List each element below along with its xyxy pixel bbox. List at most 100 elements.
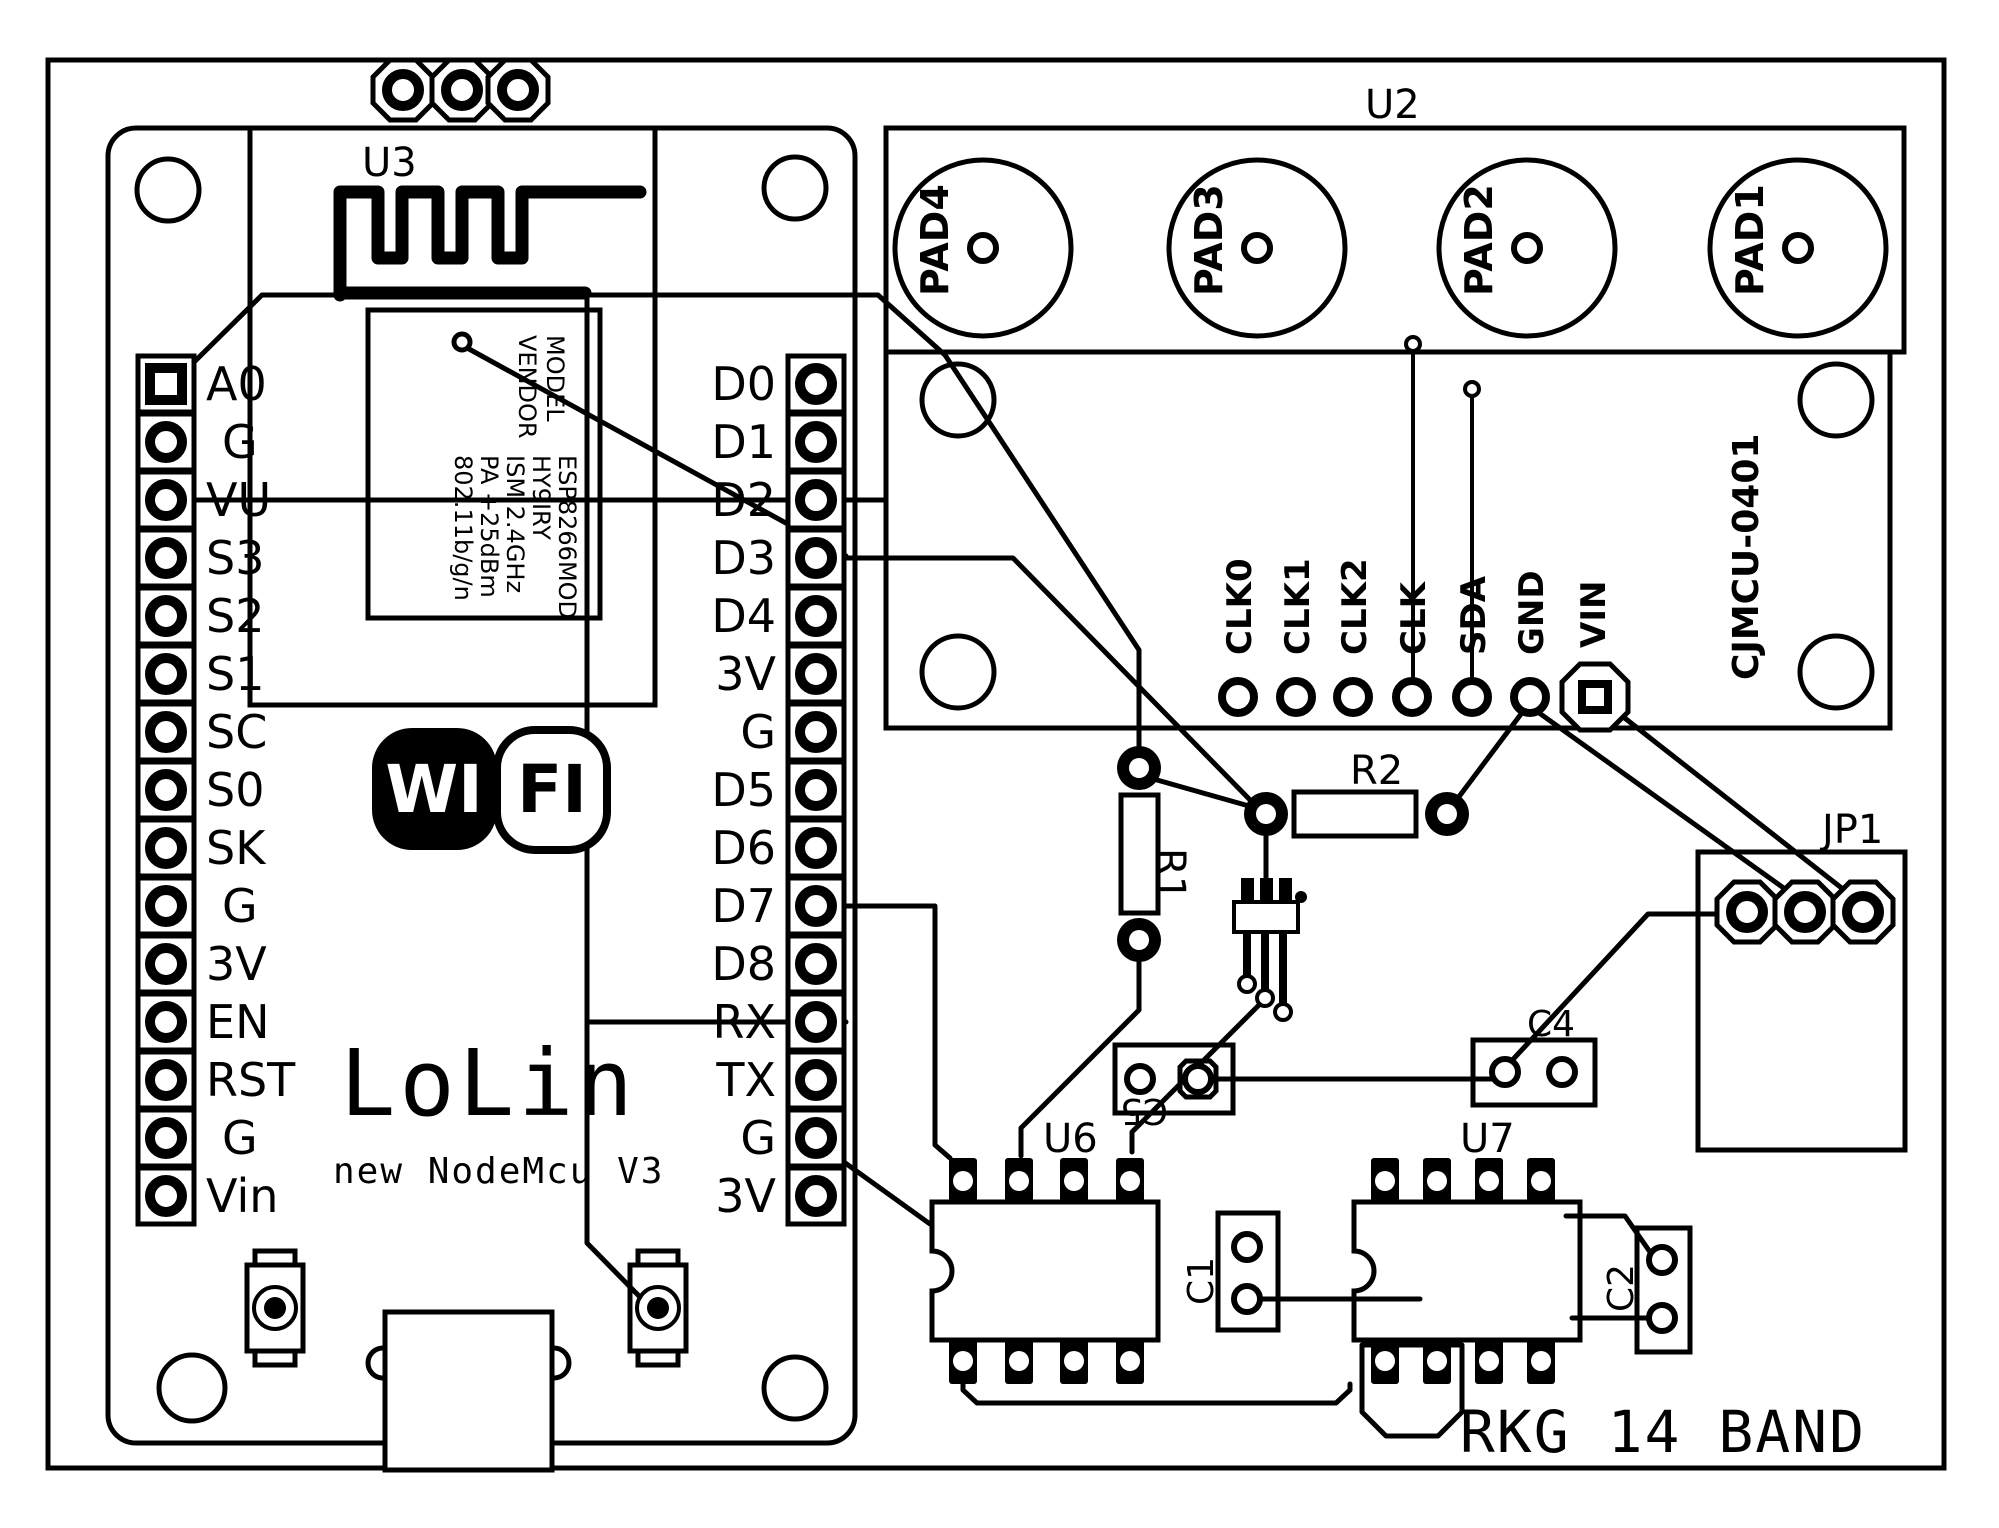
top-serial-header <box>370 57 551 123</box>
pin-label-d5: D5 <box>711 763 776 817</box>
u3-ref: U3 <box>362 140 417 186</box>
esp-80211-label: 802.11b/g/n <box>449 455 477 601</box>
pin-label-s3: S3 <box>206 531 264 585</box>
esp-shield-outline <box>365 307 603 621</box>
mount-hole <box>134 156 202 224</box>
u2-module <box>883 125 1907 731</box>
pin-label-g: G <box>222 879 258 933</box>
u6-ref: U6 <box>1043 1116 1098 1162</box>
jp1-ref: JP1 <box>1819 807 1883 853</box>
pin-label-a0: A0 <box>206 357 267 411</box>
pad4-label: PAD4 <box>913 184 957 296</box>
capacitor-holes <box>1124 1056 1678 1334</box>
pin-label-vu: VU <box>206 473 271 527</box>
pad2-label: PAD2 <box>1457 184 1501 296</box>
u3-outline <box>247 125 658 708</box>
u7-body <box>1351 1199 1583 1343</box>
pad1-label: PAD1 <box>1728 184 1772 296</box>
pin-label-s1: S1 <box>206 647 264 701</box>
esp-module-text: MODEL VENDOR ESP8266MOD HY9IRY ISM 2.4GH… <box>449 335 581 619</box>
clk2-label: CLK2 <box>1335 558 1375 655</box>
esp-vendor-label: VENDOR <box>513 335 541 439</box>
c4-ref: C4 <box>1527 1004 1575 1045</box>
esp-vendor-code: HY9IRY <box>527 455 555 540</box>
mount-hole <box>919 633 997 711</box>
button-reset <box>627 1248 689 1368</box>
usb-connector <box>365 1309 572 1473</box>
left-pin-header: A0 G VU S3 S2 S1 SC S0 SK G 3V EN RST G … <box>135 353 296 1227</box>
pin-label-vin: Vin <box>206 1169 278 1223</box>
pad-a0-square <box>145 363 187 405</box>
pin-label-d0: D0 <box>711 357 776 411</box>
mount-hole <box>919 361 997 439</box>
pin-label-d3: D3 <box>711 531 776 585</box>
pin-label-d1: D1 <box>711 415 776 469</box>
esp-model-label: MODEL <box>541 335 569 422</box>
pin-label-d2: D2 <box>711 473 776 527</box>
copper-traces <box>147 292 1865 1439</box>
c5-ref: C5 <box>1120 1090 1168 1131</box>
u2-ref: U2 <box>1365 82 1420 128</box>
r2-ref: R2 <box>1350 748 1403 794</box>
u2-signal-pins: CLK0 CLK1 CLK2 CLK SDA GND VIN <box>1218 558 1631 733</box>
u7-ref: U7 <box>1460 1116 1515 1162</box>
pin-label-d7: D7 <box>711 879 776 933</box>
pin-label-rst: RST <box>206 1053 296 1107</box>
r1-ref: R1 <box>1147 848 1193 901</box>
sda-label: SDA <box>1454 575 1494 655</box>
cjmcu-chip-label: CJMCU-0401 <box>1726 434 1767 680</box>
r1-body <box>1118 792 1161 916</box>
pin-label-sc: SC <box>206 705 267 759</box>
pin-label-3v: 3V <box>715 1169 776 1223</box>
jp1-header-pads <box>1714 879 1896 945</box>
board-outline <box>45 57 1947 1471</box>
c5-hex-pad <box>1177 1058 1219 1100</box>
wifi-fi-text: FI <box>517 751 587 828</box>
button-flash <box>244 1248 306 1368</box>
pin-label-3v: 3V <box>715 647 776 701</box>
mount-hole <box>156 1352 228 1424</box>
pin-label-s2: S2 <box>206 589 264 643</box>
resistor-pads <box>1117 746 1469 962</box>
pin-label-d4: D4 <box>711 589 776 643</box>
u6-pads <box>949 1158 1144 1384</box>
board-title: RKG 14 BAND <box>1460 1398 1866 1466</box>
clk-label: CLK <box>1394 580 1434 655</box>
wifi-logo: WI FI <box>372 726 611 854</box>
pin-label-en: EN <box>206 995 269 1049</box>
pin-label-rx: RX <box>713 995 776 1049</box>
clk0-label: CLK0 <box>1220 558 1260 655</box>
right-pin-header: D0 D1 D2 D3 D4 3V G D5 D6 D7 D8 RX TX G … <box>711 353 847 1227</box>
pin-label-g: G <box>740 705 776 759</box>
wifi-fi-badge <box>493 726 611 854</box>
c2-ref: C2 <box>1601 1264 1642 1312</box>
gnd-label: GND <box>1512 570 1552 655</box>
pin-label-d8: D8 <box>711 937 776 991</box>
mount-hole <box>1797 633 1875 711</box>
subtitle-nodemcu: new NodeMcu V3 <box>333 1151 664 1192</box>
mount-hole <box>1797 361 1875 439</box>
pin-label-d6: D6 <box>711 821 776 875</box>
wifi-wi-text: WI <box>385 751 482 828</box>
transistor <box>1232 878 1307 1004</box>
esp-part-number: ESP8266MOD <box>553 455 581 619</box>
esp-ism-label: ISM 2.4GHz <box>501 455 529 593</box>
u6-body <box>929 1199 1161 1343</box>
mount-hole <box>761 154 829 222</box>
c1-ref: C1 <box>1181 1257 1222 1305</box>
pin1-dot <box>1295 891 1307 903</box>
mount-hole <box>761 1354 829 1422</box>
brand-lolin: LoLin <box>340 1030 637 1137</box>
u2-body-outline <box>883 349 1893 731</box>
pin-label-g: G <box>222 1111 258 1165</box>
pin-label-sk: SK <box>206 821 267 875</box>
ic-pad-holes <box>953 974 1551 1371</box>
pad3-label: PAD3 <box>1187 184 1231 296</box>
pin-label-3v: 3V <box>206 937 267 991</box>
wifi-wi-badge <box>372 728 497 850</box>
clk1-label: CLK1 <box>1278 558 1318 655</box>
r2-body <box>1291 789 1419 839</box>
pin-label-s0: S0 <box>206 763 264 817</box>
